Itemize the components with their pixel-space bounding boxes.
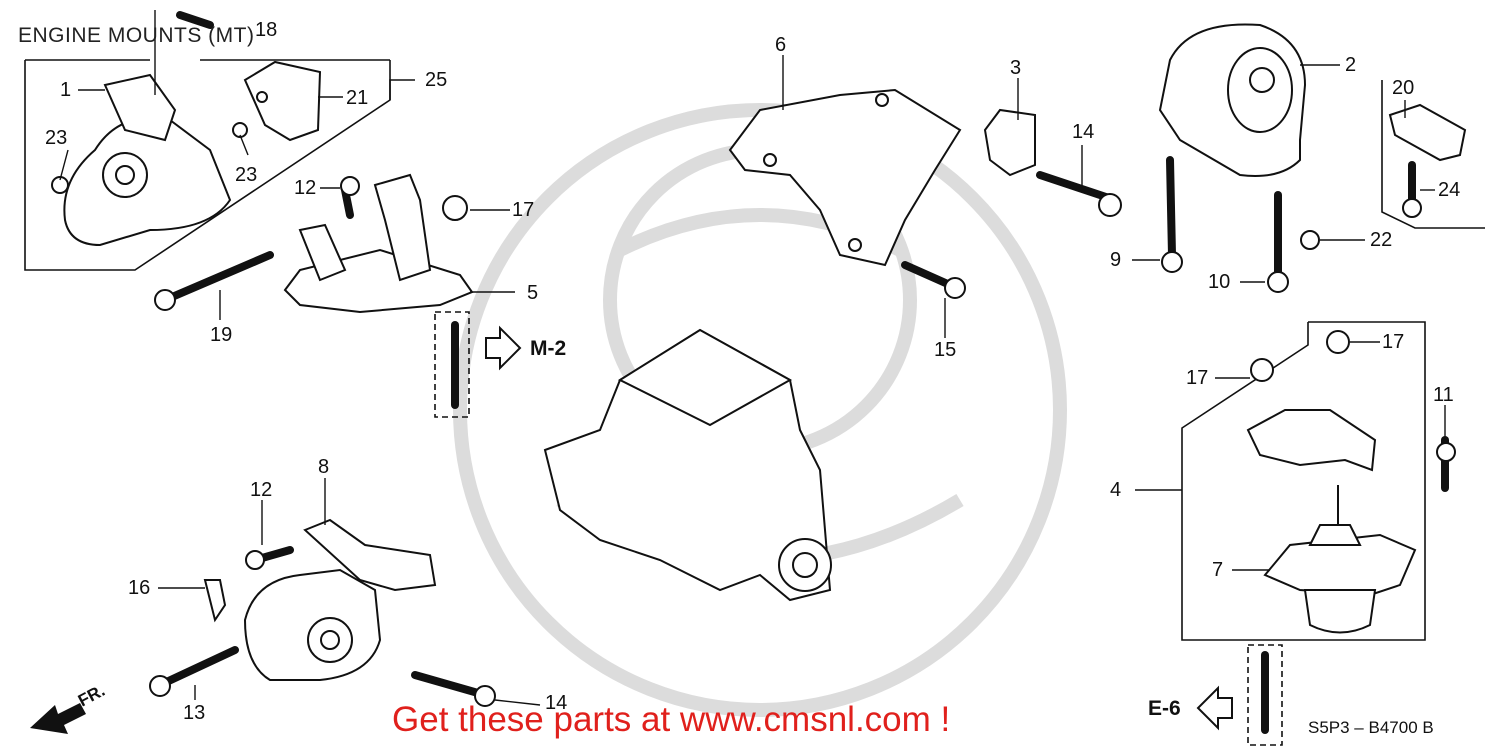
callout-8: 8 [318,456,330,478]
part-6-bracket [728,88,962,267]
callout-4: 4 [1110,479,1122,501]
callout-17-left: 17 [512,199,535,221]
callout-21: 21 [346,87,369,109]
callout-23-right: 23 [235,164,258,186]
group-outline-20 [1381,80,1485,229]
group-outline-4 [1181,321,1426,641]
callout-1: 1 [60,79,72,101]
callout-12-lower: 12 [250,479,273,501]
group-outline-25 [24,59,415,271]
callout-13: 13 [183,702,206,724]
ref-arrow-e6-icon [1196,685,1233,731]
callout-22: 22 [1370,229,1393,251]
part-5-bracket [283,173,474,314]
dashed-box-m2 [434,311,470,418]
callout-15: 15 [934,339,957,361]
part-1-mount [63,73,232,247]
dashed-box-e6 [1247,644,1283,746]
reference-e6[interactable]: E-6 [1148,697,1181,720]
part-21-bracket [243,60,322,142]
part-20-plate [1388,103,1467,162]
promo-banner-link[interactable]: Get these parts at www.cmsnl.com ! [392,700,951,739]
callout-14-upper: 14 [1072,121,1095,143]
callout-25: 25 [425,69,448,91]
callout-17-right: 17 [1382,331,1405,353]
fasteners [51,122,1456,707]
diagram-title: ENGINE MOUNTS (MT) [18,24,255,47]
part-3-stopper [983,108,1036,177]
callout-14-lower: 14 [545,692,568,714]
front-arrow-icon [30,703,86,734]
callout-2: 2 [1345,54,1357,76]
ref-arrow-m2-icon [485,325,522,371]
callout-9: 9 [1110,249,1122,271]
engine-block [543,328,832,602]
callout-7: 7 [1212,559,1224,581]
part-7-mount [1263,485,1417,634]
callout-24: 24 [1438,179,1461,201]
callout-5: 5 [527,282,539,304]
leader-lines [59,10,1446,706]
callout-19: 19 [210,324,233,346]
callout-12-upper: 12 [294,177,317,199]
callout-11: 11 [1433,384,1454,406]
callout-18: 18 [255,19,278,41]
diagram-code: S5P3 – B4700 B [1308,718,1434,737]
callout-20: 20 [1392,77,1415,99]
callout-3: 3 [1010,57,1022,79]
part-8-mount [243,518,437,681]
callout-16: 16 [128,577,151,599]
callout-23-left: 23 [45,127,68,149]
callout-10: 10 [1208,271,1231,293]
part-2-mount [1158,23,1307,177]
callout-6: 6 [775,34,787,56]
reference-m2[interactable]: M-2 [530,337,567,360]
part-4-bracket [1246,409,1377,472]
callout-17-mid: 17 [1186,367,1209,389]
